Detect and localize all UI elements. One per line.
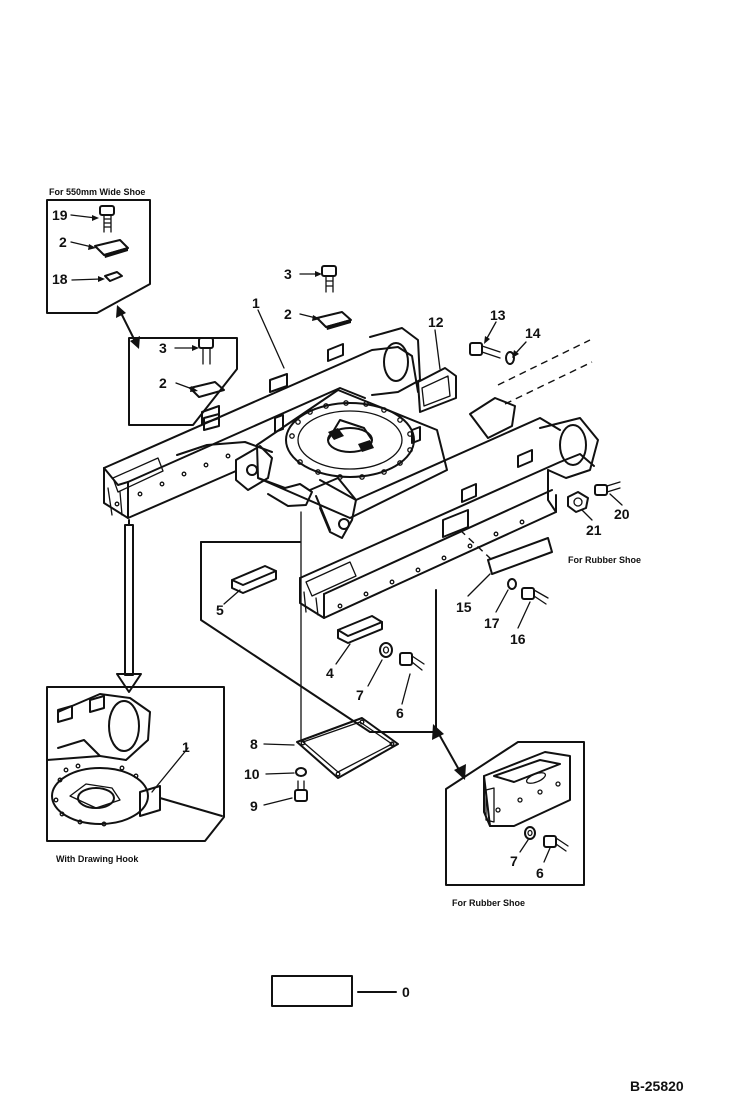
callout-13: 13 bbox=[490, 307, 506, 323]
double-arrow-rubber-shoe bbox=[432, 724, 466, 780]
callout-6-inset: 6 bbox=[536, 865, 544, 881]
down-arrow-to-drawing-hook bbox=[116, 519, 142, 693]
callout-19-inset: 19 bbox=[52, 207, 68, 223]
wide-shoe-inset: 19 2 18 For 550mm Wide Shoe bbox=[46, 187, 151, 314]
rubber-shoe-nut-bolt: 21 20 For Rubber Shoe bbox=[567, 481, 641, 565]
callout-10: 10 bbox=[244, 766, 260, 782]
callout-12: 12 bbox=[428, 314, 444, 330]
swing-circle-bolt-holes bbox=[289, 400, 413, 480]
callout-15: 15 bbox=[456, 599, 472, 615]
drawing-code: B-25820 bbox=[630, 1078, 684, 1094]
double-arrow-wide-shoe bbox=[116, 305, 140, 349]
shim-18-drawing bbox=[104, 271, 123, 282]
callout-17: 17 bbox=[484, 615, 500, 631]
under-cover-8-9-10: 8 10 9 bbox=[244, 511, 399, 814]
callout-3-left: 3 bbox=[159, 340, 167, 356]
rubber-shoe-inset: 7 6 For Rubber Shoe bbox=[445, 741, 585, 908]
callout-2-top: 2 bbox=[284, 306, 292, 322]
track-guard-12-13-14: 12 13 14 bbox=[417, 307, 593, 439]
callout-1-main: 1 bbox=[252, 295, 260, 311]
cover-plate-15-16-17: 15 17 16 bbox=[456, 529, 553, 647]
callout-7-center: 7 bbox=[356, 687, 364, 703]
assembly-legend: 0 bbox=[271, 975, 410, 1007]
callout-14: 14 bbox=[525, 325, 541, 341]
callout-20: 20 bbox=[614, 506, 630, 522]
frame-bolt-holes bbox=[114, 453, 525, 609]
caption-drawing-hook: With Drawing Hook bbox=[56, 854, 139, 864]
bracket-detail-box: 3 2 bbox=[128, 337, 238, 431]
drawing-hook-inset: 1 With Drawing Hook bbox=[46, 686, 225, 864]
lower-bracket-box: 5 4 7 6 bbox=[200, 541, 437, 733]
callout-1-inset: 1 bbox=[182, 739, 190, 755]
track-frame-main bbox=[103, 327, 599, 619]
bolt-19-drawing bbox=[99, 205, 115, 233]
caption-wide-shoe: For 550mm Wide Shoe bbox=[49, 187, 145, 197]
callout-16: 16 bbox=[510, 631, 526, 647]
callout-18: 18 bbox=[52, 271, 68, 287]
callout-9: 9 bbox=[250, 798, 258, 814]
callout-7-inset: 7 bbox=[510, 853, 518, 869]
callout-2-inset: 2 bbox=[59, 234, 67, 250]
callout-2-left: 2 bbox=[159, 375, 167, 391]
caption-rubber-shoe-right: For Rubber Shoe bbox=[568, 555, 641, 565]
callout-3-top: 3 bbox=[284, 266, 292, 282]
callout-4: 4 bbox=[326, 665, 334, 681]
callout-21: 21 bbox=[586, 522, 602, 538]
callout-8: 8 bbox=[250, 736, 258, 752]
top-bolt-plate-assembly: 3 2 bbox=[284, 265, 352, 330]
callout-0: 0 bbox=[402, 984, 410, 1000]
caption-rubber-shoe-bottom: For Rubber Shoe bbox=[452, 898, 525, 908]
callout-6-center: 6 bbox=[396, 705, 404, 721]
callout-5: 5 bbox=[216, 602, 224, 618]
